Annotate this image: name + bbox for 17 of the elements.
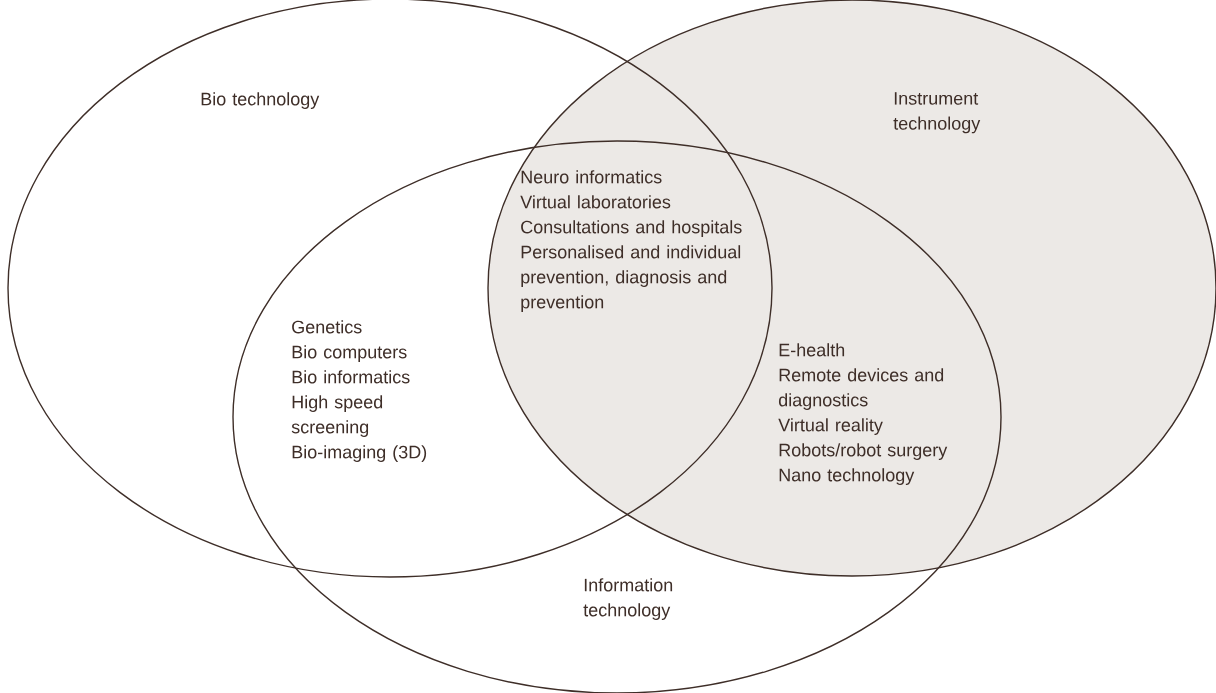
list-item: Neuro informatics	[521, 170, 662, 184]
list-item: Genetics	[292, 320, 362, 334]
list-item: Robots/robot surgery	[779, 443, 948, 460]
list-item: E-health	[779, 343, 845, 357]
list-item: Bio computers	[292, 345, 407, 362]
list-item: Bio-imaging (3D)	[292, 445, 427, 462]
list-item: Virtual laboratories	[520, 195, 671, 209]
list-item: Remote devices and diagnostics	[778, 368, 944, 410]
list-item: Personalised and individual prevention, diagnosis and prevention	[521, 245, 741, 312]
list-item: Nano technology	[779, 468, 915, 485]
list-item: High speed screening	[291, 395, 383, 437]
list-item: Bio informatics	[292, 370, 410, 384]
set-label: Instrument technology	[893, 92, 981, 134]
set-label: Information technology	[583, 578, 673, 620]
list-item: Consultations and hospitals	[521, 220, 742, 237]
list-item: Virtual reality	[778, 418, 883, 435]
set-label: Bio technology	[201, 92, 320, 109]
